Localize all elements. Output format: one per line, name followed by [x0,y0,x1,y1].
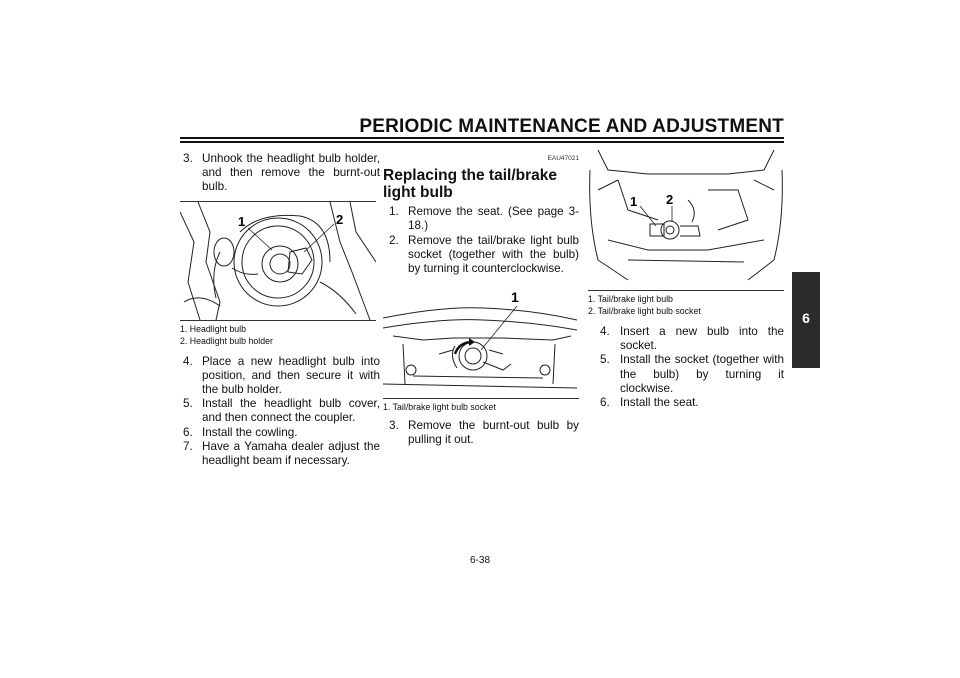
step-text: Remove the burnt-out bulb by pulling it … [408,419,579,447]
step-number: 3. [183,152,193,165]
figure-captions: 1. Headlight bulb 2. Headlight bulb hold… [180,323,380,347]
step-number: 1. [389,205,399,219]
figure-callout-2: 2 [336,212,343,227]
step-text: Install the headlight bulb cover, and th… [202,397,380,425]
step-text: Unhook the headlight bulb holder, and th… [202,152,380,194]
step-text: Remove the seat. (See page 3-18.) [408,205,579,233]
step-text: Remove the tail/brake light bulb socket … [408,233,579,276]
column-2: EAU47021 Replacing the tail/brake light … [383,152,579,448]
page-number: 6-38 [469,555,490,566]
step-number: 4. [600,325,610,338]
bulb-socket-illustration: 1 2 [589,150,783,281]
headlight-illustration: 1 2 [180,201,376,320]
step-item: 6. Install the seat. [588,396,784,410]
step-item: 3. Unhook the headlight bulb holder, and… [180,152,380,195]
figure-captions: 1. Tail/brake light bulb socket [383,398,579,413]
figure-callout-1: 1 [238,214,245,229]
step-item: 4. Insert a new bulb into the socket. [588,325,784,353]
figure-caption: 2. Headlight bulb holder [180,335,273,346]
figure-caption: 1. Tail/brake light bulb [588,294,673,304]
figure-callout-2: 2 [666,192,673,207]
step-item: 1. Remove the seat. (See page 3-18.) [383,205,579,233]
figure-caption: 1. Tail/brake light bulb socket [383,402,496,413]
step-item: 2. Remove the tail/brake light bulb sock… [383,234,579,277]
chapter-tab-number: 6 [802,310,810,326]
step-text: Install the cowling. [202,425,298,439]
step-number: 7. [183,439,193,453]
page-header-title: PERIODIC MAINTENANCE AND ADJUSTMENT [359,116,784,137]
step-item: 3. Remove the burnt-out bulb by pulling … [383,419,579,447]
step-number: 2. [389,233,399,247]
section-title: Replacing the tail/brake light bulb [383,167,557,202]
tail-light-illustration: 1 [383,289,577,389]
figure-captions: 1. Tail/brake light bulb 2. Tail/brake l… [588,293,784,317]
figure-callout-1: 1 [511,289,519,305]
column-3: 1 2 1. Tail/brake light bulb 2. Tail/bra… [588,150,784,410]
step-number: 5. [600,353,610,367]
chapter-tab[interactable]: 6 [792,272,820,368]
bulb-socket-figure: 1 2 [588,150,784,291]
step-text: Insert a new bulb into the socket. [620,325,784,353]
reference-code: EAU47021 [547,155,579,162]
step-number: 4. [183,354,193,368]
figure-callout-1: 1 [630,194,637,209]
step-number: 6. [600,396,610,410]
column-1: 3. Unhook the headlight bulb holder, and… [180,152,380,468]
step-item: 4. Place a new headlight bulb into posit… [180,355,380,398]
figure-caption: 1. Headlight bulb [180,323,247,334]
step-item: 6. Install the cowling. [180,426,380,440]
step-number: 6. [183,425,193,439]
step-item: 7. Have a Yamaha dealer adjust the headl… [180,440,380,468]
step-text: Place a new headlight bulb into position… [202,354,380,397]
step-item: 5. Install the headlight bulb cover, and… [180,397,380,425]
header-rule-bottom [180,141,784,143]
headlight-figure: 1 2 [180,200,376,321]
tail-light-figure: 1 [383,284,577,397]
step-text: Install the seat. [620,396,699,410]
step-text: Install the socket (together with the bu… [620,353,784,395]
step-item: 5. Install the socket (together with the… [588,353,784,396]
step-text: Have a Yamaha dealer adjust the headligh… [202,439,380,468]
step-number: 5. [183,397,193,411]
header-rule-top [180,137,784,139]
figure-caption: 2. Tail/brake light bulb socket [588,306,701,316]
step-number: 3. [389,419,399,433]
